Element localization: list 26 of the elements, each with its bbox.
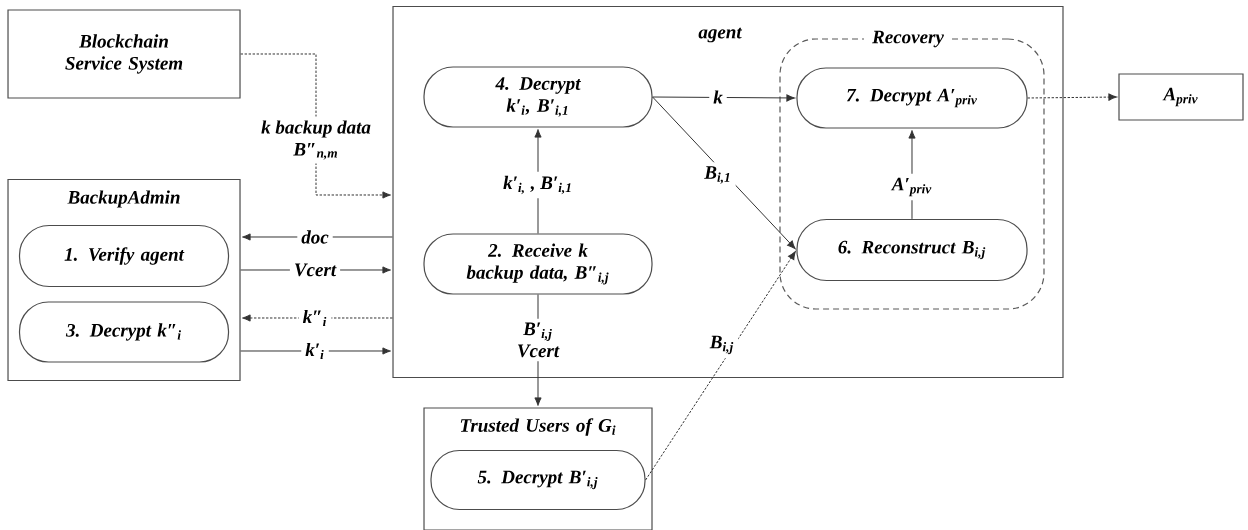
arrow: [652, 94, 795, 102]
edge-label: k′$_{i}$: [301, 338, 329, 364]
arrow: [645, 251, 796, 481]
output-box: A$_{priv}$: [1118, 73, 1244, 121]
edge-label: k′$_{i,}$ , B′$_{i,1}$: [499, 171, 577, 199]
edge-label: B′$_{i,j}$ Vcert: [512, 318, 564, 362]
edge-label: Vcert: [289, 259, 341, 281]
process-pill: 6. Reconstruct B$_{i,j}$: [796, 218, 1028, 282]
system-box: Blockchain Service System: [7, 9, 241, 99]
process-pill: 2. Receive k backup data, B″$_{i,j}$: [423, 233, 653, 295]
edge-label: A′$_{priv}$: [887, 173, 937, 201]
edge-label: k″$_{i}$: [298, 305, 332, 331]
edge-label: doc: [297, 226, 333, 248]
arrow: [652, 96, 796, 250]
edge-label: B$_{i,1}$: [700, 162, 736, 188]
arrow: [242, 314, 393, 322]
process-pill: 5. Decrypt B′$_{i,j}$: [430, 449, 646, 511]
process-pill: 7. Decrypt A′$_{priv}$: [796, 67, 1028, 129]
edge-label: B$_{i,j}$: [705, 331, 739, 359]
edge-label: k: [709, 86, 727, 108]
process-pill: 3. Decrypt k″$_{i}$: [18, 301, 230, 363]
process-pill: 1. Verify agent: [18, 224, 230, 288]
process-pill: 4. Decrypt k′$_{i}$, B′$_{i,1}$: [423, 66, 653, 128]
arrow: [1027, 93, 1117, 101]
arrow: [240, 53, 391, 199]
edge-label: k backup data B″$_{n,m}$: [257, 116, 375, 164]
